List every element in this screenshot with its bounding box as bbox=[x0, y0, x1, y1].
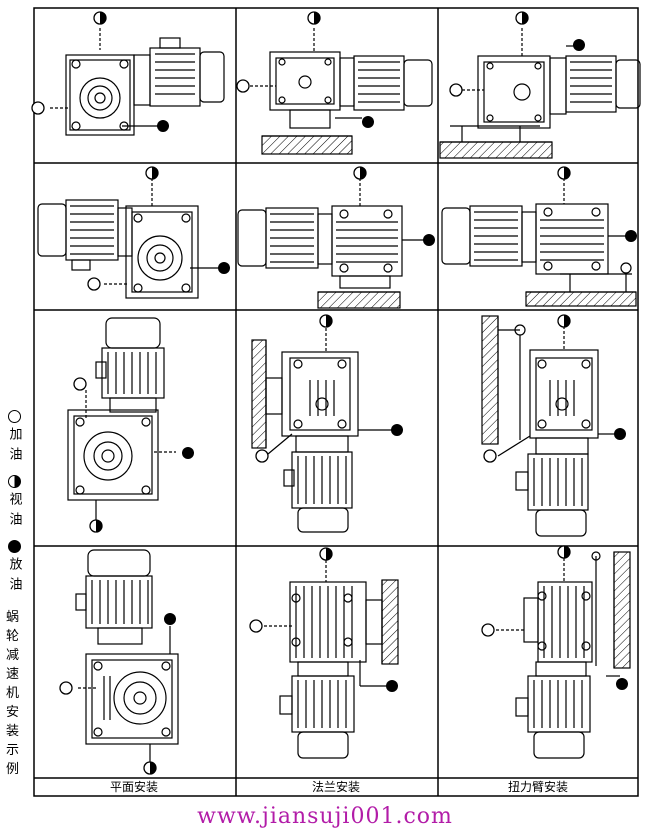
title-char: 速 bbox=[6, 667, 20, 682]
caption-flat-mount: 平面安装 bbox=[109, 780, 158, 794]
footer-url: www.jiansuji001.com bbox=[197, 804, 453, 829]
title-char: 蜗 bbox=[6, 610, 20, 625]
legend-drain: 放油 bbox=[0, 540, 28, 597]
diagram-r2c1 bbox=[37, 178, 218, 299]
legend-fill-label: 加油 bbox=[6, 427, 22, 467]
column-captions: 平面安装 法兰安装 扭力臂安装 bbox=[34, 778, 638, 796]
half-circle-icon bbox=[7, 475, 21, 488]
legend-view-label: 视油 bbox=[6, 492, 22, 532]
solid-circle-icon bbox=[7, 540, 21, 553]
diagram-r2c2 bbox=[237, 178, 424, 309]
diagram-title: 蜗 轮 减 速 机 安 装 示 例 bbox=[6, 608, 22, 779]
diagram-r3c1 bbox=[67, 317, 176, 520]
diagram-r4c3 bbox=[496, 551, 631, 759]
diagram-r1c3 bbox=[439, 28, 641, 159]
diagram-r3c3 bbox=[481, 315, 614, 537]
diagram-r1c1 bbox=[50, 28, 225, 136]
installation-diagram-grid bbox=[31, 7, 641, 797]
legend-fill: 加油 bbox=[0, 410, 28, 467]
diagram-r3c2 bbox=[251, 328, 392, 533]
title-char: 例 bbox=[6, 762, 20, 777]
title-char: 装 bbox=[6, 724, 20, 739]
grid-frame bbox=[33, 7, 639, 797]
title-char: 示 bbox=[6, 743, 20, 758]
diagram-r4c1 bbox=[75, 549, 179, 762]
diagram-r2c3 bbox=[441, 178, 637, 307]
title-char: 安 bbox=[6, 705, 20, 720]
diagram-r1c2 bbox=[250, 28, 433, 155]
hollow-circle-icon bbox=[7, 410, 21, 423]
legend-view: 视油 bbox=[0, 475, 28, 532]
legend-drain-label: 放油 bbox=[6, 557, 22, 597]
title-char: 轮 bbox=[6, 629, 20, 644]
caption-flange-mount: 法兰安装 bbox=[311, 780, 360, 794]
title-char: 机 bbox=[6, 686, 20, 701]
caption-torque-arm-mount: 扭力臂安装 bbox=[507, 780, 568, 794]
title-char: 减 bbox=[6, 648, 20, 663]
diagram-r4c2 bbox=[264, 560, 399, 759]
legend: 加油 视油 放油 bbox=[0, 410, 28, 605]
